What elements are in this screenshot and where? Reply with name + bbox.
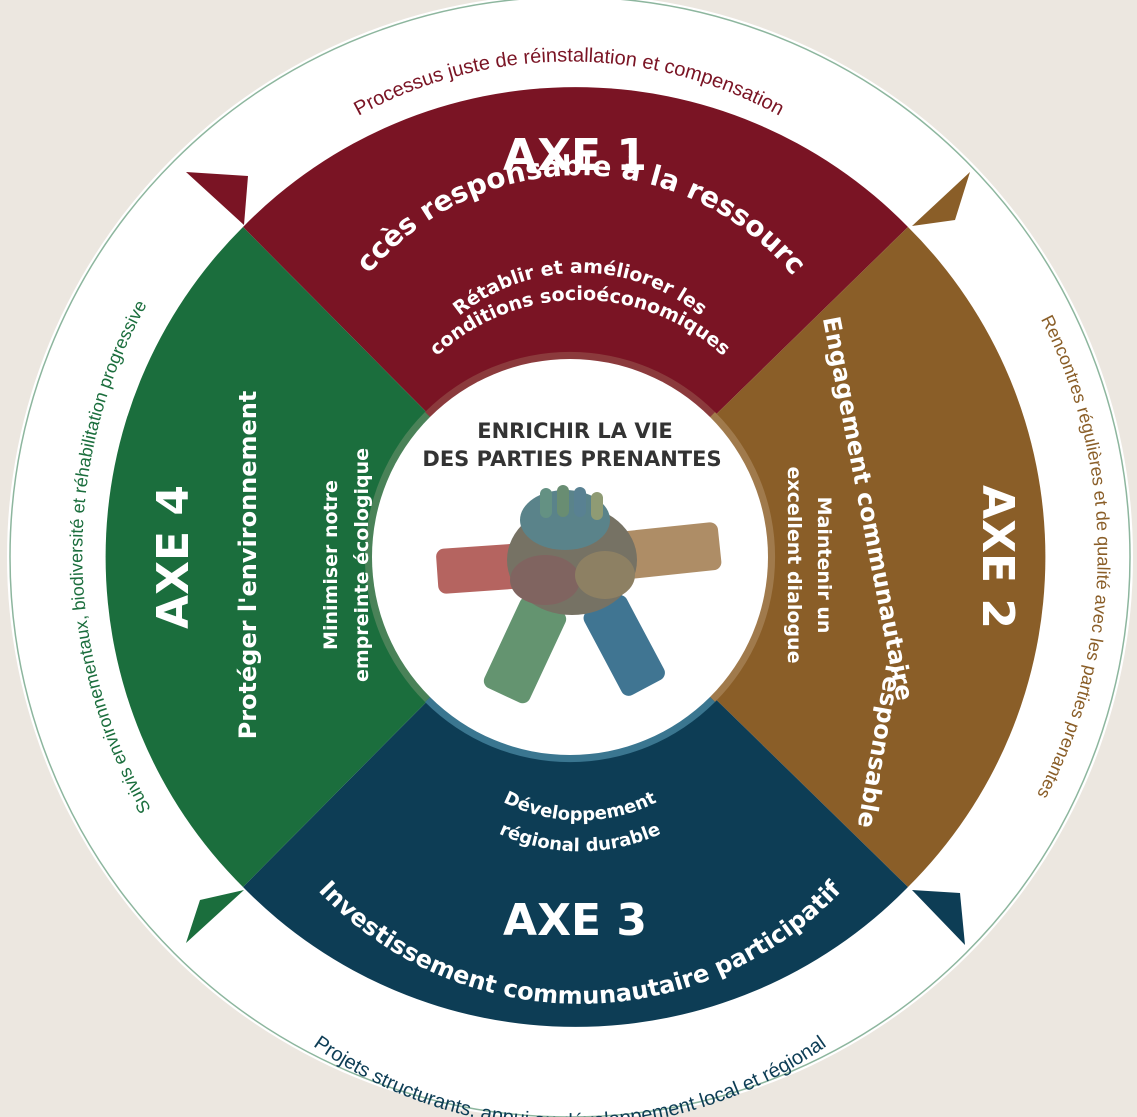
center-title-line1: ENRICHIR LA VIE <box>477 419 673 443</box>
axe2-inner-line2: excellent dialogue <box>783 467 805 664</box>
axe1-label: AXE 1 <box>503 130 647 181</box>
axe3-label: AXE 3 <box>503 895 647 946</box>
axe4-flag-marker <box>186 890 244 943</box>
hand-finger-1 <box>540 488 552 518</box>
axe2-inner-line1: Maintenir un <box>813 497 835 634</box>
joined-hands-illustration <box>436 485 722 704</box>
center-title-line2: DES PARTIES PRENANTES <box>422 447 721 471</box>
axe4-sector <box>105 227 571 887</box>
axe2-flag-marker <box>912 172 970 226</box>
hand-finger-4 <box>591 492 603 520</box>
axe4-inner-line1: Minimiser notre <box>320 480 342 650</box>
hand-finger-3 <box>574 487 586 517</box>
axe3-flag-marker <box>912 890 965 945</box>
axe4-label: AXE 4 <box>148 485 199 629</box>
hand-arm-bottom-right <box>583 595 665 696</box>
hand-cluster-left <box>510 555 580 605</box>
axe2-sector <box>570 227 1046 887</box>
axe3-sector <box>243 557 908 1027</box>
hand-finger-2 <box>557 485 569 517</box>
axe1-sector <box>243 87 908 558</box>
axe4-inner-line2: empreinte écologique <box>351 448 373 682</box>
axe4-title: Protéger l'environnement <box>234 391 262 740</box>
outer-ring-border <box>9 0 1131 1117</box>
axe1-flag-marker <box>186 172 248 225</box>
hand-arm-bottom-left <box>483 596 567 704</box>
hand-cluster-right <box>575 551 635 599</box>
axe2-label: AXE 2 <box>972 485 1023 629</box>
